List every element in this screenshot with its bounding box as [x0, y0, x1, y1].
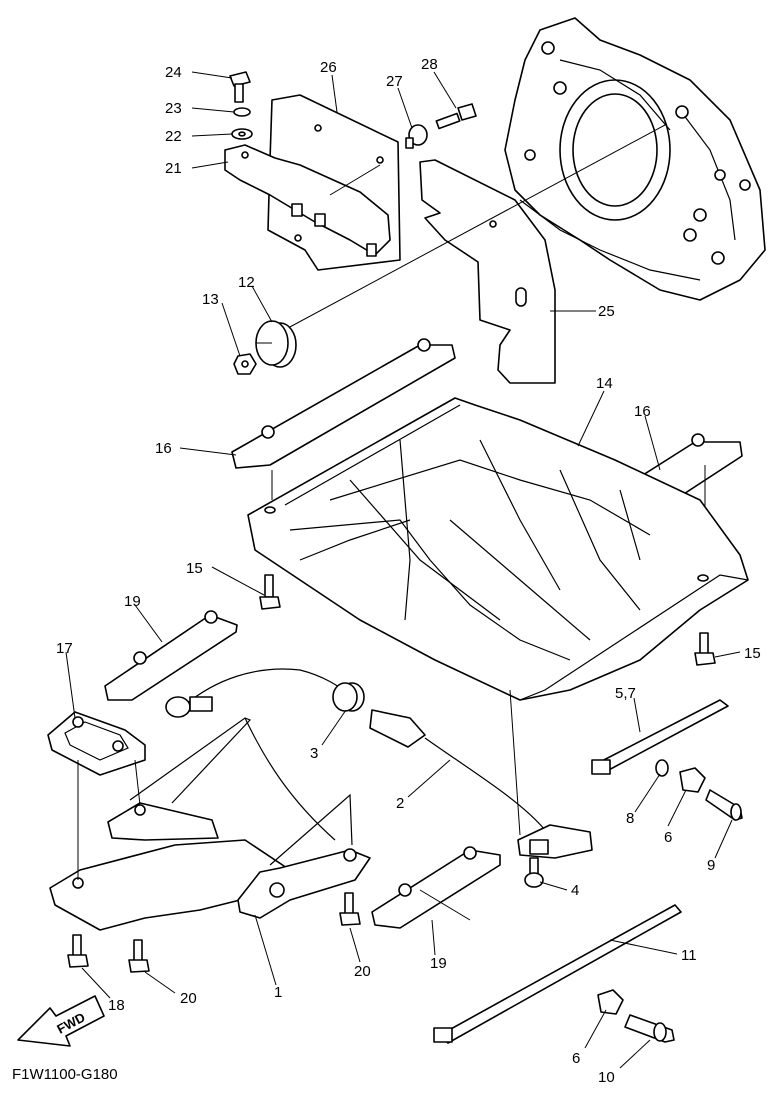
callout-25: 25: [598, 303, 615, 320]
callout-19-lower: 19: [430, 955, 447, 972]
fwd-arrow: FWD: [17, 995, 105, 1047]
callout-15-left: 15: [186, 560, 203, 577]
bolt-15-right: [694, 632, 716, 666]
mounting-bracket-21: [224, 144, 391, 257]
seat-base-1: [49, 717, 371, 931]
washer-8: [655, 759, 669, 777]
bracket-plate-25: [419, 159, 556, 384]
cable-tie-11: [433, 904, 682, 1044]
clamp-6-upper: [679, 767, 706, 793]
callout-5-7: 5,7: [615, 685, 636, 702]
callout-8: 8: [626, 810, 634, 827]
callout-12: 12: [238, 274, 255, 291]
callout-labels: 24 23 22 21 26 27 28 12 13 25 14 16 16 1…: [56, 56, 761, 1086]
bolt-18: [67, 934, 89, 968]
washer-23: [233, 107, 251, 117]
callout-22: 22: [165, 128, 182, 145]
alignment-line: [134, 759, 141, 806]
callout-27: 27: [386, 73, 403, 90]
bolt-20-right: [339, 892, 361, 926]
callout-6-lower: 6: [572, 1050, 580, 1067]
callout-20-right: 20: [354, 963, 371, 980]
engine-mount-plate: [504, 17, 766, 301]
grommet-3: [332, 682, 365, 712]
callout-13: 13: [202, 291, 219, 308]
clamp-6-lower: [597, 989, 624, 1015]
damper-27: [405, 124, 428, 149]
nut-13: [233, 353, 257, 375]
alignment-line: [274, 124, 666, 336]
alignment-line: [419, 889, 471, 921]
callout-6-upper: 6: [664, 829, 672, 846]
diagram-code: F1W1100-G180: [12, 1066, 118, 1083]
damper-12: [255, 320, 297, 368]
callout-leaders: [65, 71, 741, 1069]
callout-19-upper: 19: [124, 593, 141, 610]
callout-1: 1: [274, 984, 282, 1001]
alignment-line: [329, 164, 381, 196]
callout-11: 11: [681, 947, 697, 964]
callout-26: 26: [320, 59, 337, 76]
stopper-17: [47, 711, 146, 776]
callout-4: 4: [571, 882, 579, 899]
washer-22: [231, 128, 253, 140]
callout-24: 24: [165, 64, 182, 81]
callout-3: 3: [310, 745, 318, 762]
seat-rail-16-left: [231, 338, 456, 500]
cable-tie-5-7: [591, 699, 729, 775]
bolt-28: [435, 103, 477, 130]
seat-frame-14: [247, 397, 749, 701]
callout-21: 21: [165, 160, 182, 177]
callout-14: 14: [596, 375, 613, 392]
bolt-24: [229, 71, 251, 103]
callout-2: 2: [396, 795, 404, 812]
callout-18: 18: [108, 997, 125, 1014]
callout-20-left: 20: [180, 990, 197, 1007]
pin-9: [705, 789, 743, 821]
callout-9: 9: [707, 857, 715, 874]
seat-rail-19-left: [104, 610, 238, 701]
callout-17: 17: [56, 640, 73, 657]
callout-15-right: 15: [744, 645, 761, 662]
pin-10: [624, 1014, 675, 1043]
seat-rail-19-right: [371, 846, 501, 929]
callout-10: 10: [598, 1069, 615, 1086]
callout-28: 28: [421, 56, 438, 73]
callout-16-left: 16: [155, 440, 172, 457]
callout-23: 23: [165, 100, 182, 117]
bolt-20-left: [128, 939, 150, 973]
bolt-15-left: [259, 574, 281, 610]
alignment-line: [509, 689, 521, 836]
screw-4: [524, 857, 544, 888]
seat-lock-cable-2: [165, 668, 593, 859]
callout-16-right: 16: [634, 403, 651, 420]
